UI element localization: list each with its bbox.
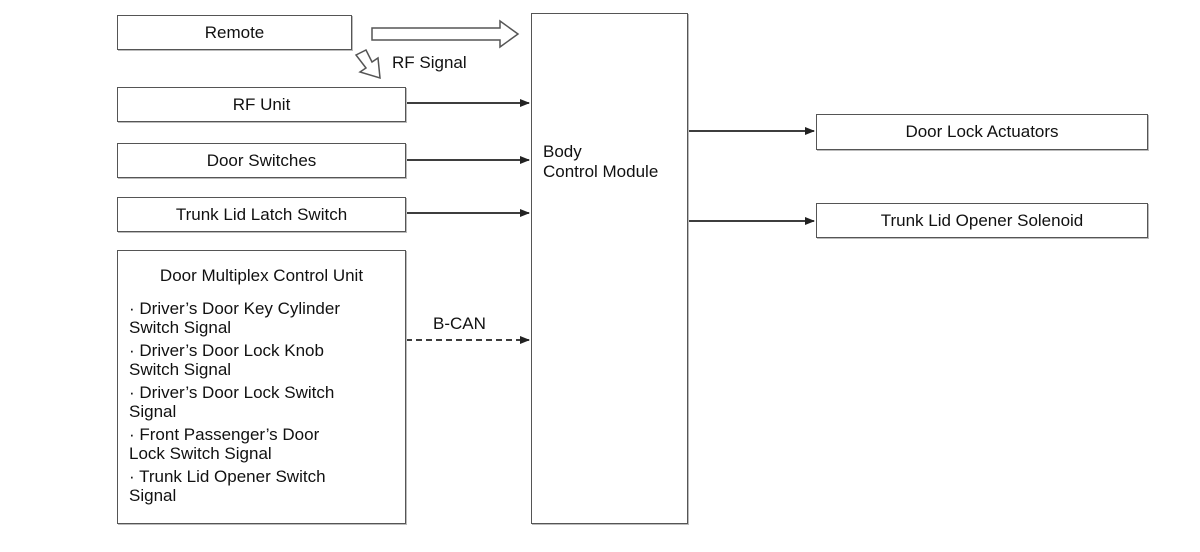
trunk-latch-box: Trunk Lid Latch Switch (117, 197, 406, 232)
bcm-label-line1: Body (543, 142, 582, 161)
dmcu-signal-item: · Front Passenger’s Door Lock Switch Sig… (129, 425, 320, 463)
trunk-latch-label: Trunk Lid Latch Switch (175, 204, 348, 224)
body-control-module-box (531, 13, 688, 524)
dmcu-signal-item: · Driver’s Door Key Cylinder Switch Sign… (129, 299, 340, 337)
dmcu-title: Door Multiplex Control Unit (159, 266, 364, 285)
dmcu-signal-list: · Driver’s Door Key Cylinder Switch Sign… (129, 299, 340, 509)
remote-label: Remote (204, 22, 265, 42)
rf-signal-label: RF Signal (392, 53, 467, 72)
body-control-module-label: Body Control Module (543, 142, 658, 182)
door-switches-box: Door Switches (117, 143, 406, 178)
trunk-lid-opener-solenoid-label: Trunk Lid Opener Solenoid (880, 210, 1084, 230)
trunk-lid-opener-solenoid-box: Trunk Lid Opener Solenoid (816, 203, 1148, 238)
door-switches-label: Door Switches (206, 150, 317, 170)
dmcu-signal-item: · Trunk Lid Opener Switch Signal (129, 467, 326, 505)
dmcu-signal-item: · Driver’s Door Lock Switch Signal (129, 383, 335, 421)
rf-unit-box: RF Unit (117, 87, 406, 122)
door-lock-actuators-box: Door Lock Actuators (816, 114, 1148, 150)
door-multiplex-control-unit-box: Door Multiplex Control Unit · Driver’s D… (117, 250, 406, 524)
remote-box: Remote (117, 15, 352, 50)
rf-signal-hollow-arrow (354, 48, 381, 80)
rf-unit-label: RF Unit (232, 94, 291, 114)
bcan-label: B-CAN (433, 314, 486, 333)
door-lock-actuators-label: Door Lock Actuators (905, 122, 1059, 141)
remote-hollow-arrow (371, 19, 520, 49)
dmcu-signal-item: · Driver’s Door Lock Knob Switch Signal (129, 341, 324, 379)
bcm-label-line2: Control Module (543, 162, 659, 181)
